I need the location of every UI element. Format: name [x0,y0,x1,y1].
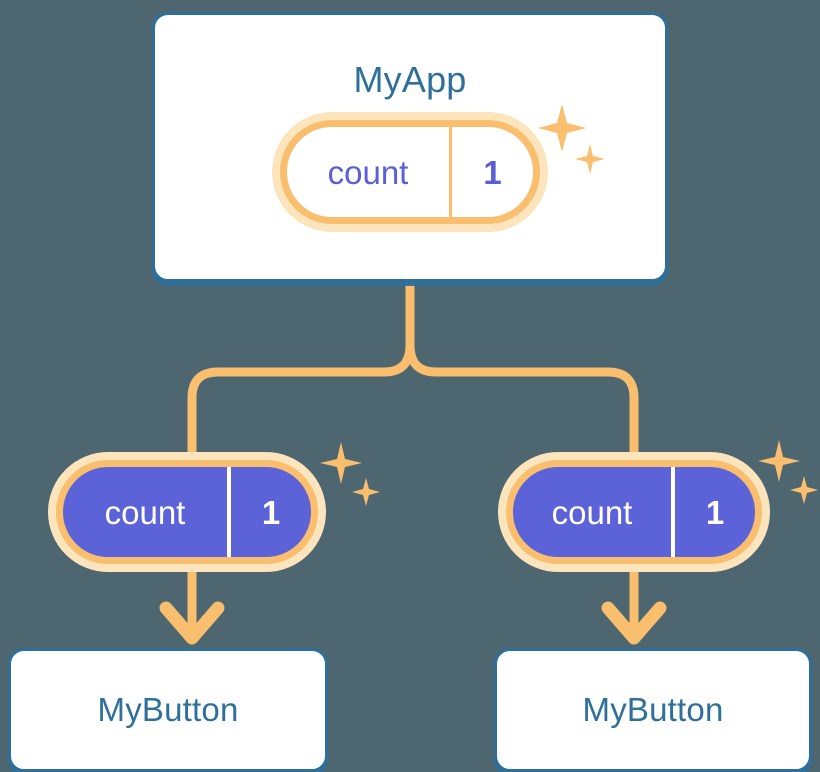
signal-value: 1 [671,467,755,557]
page-title: MyApp [353,59,467,100]
component-card-mybutton-left[interactable]: MyButton [8,648,328,772]
arrow-down-icon-left [159,601,225,645]
signal-pill-left[interactable]: count 1 [56,460,318,564]
connector-branch-right [405,340,639,457]
component-card-mybutton-right[interactable]: MyButton [494,648,812,772]
signal-name: count [327,153,409,191]
signal-name: count [551,493,633,531]
signal-name: count [104,493,186,531]
arrow-down-icon-right [601,601,667,645]
signal-value: 1 [227,467,311,557]
component-label: MyButton [582,691,724,728]
signal-pill-root[interactable]: count 1 [280,120,540,224]
signal-value: 1 [449,127,533,217]
connector-branch-left [187,340,415,457]
signal-pill-right[interactable]: count 1 [506,460,762,564]
component-label: MyButton [97,691,239,728]
